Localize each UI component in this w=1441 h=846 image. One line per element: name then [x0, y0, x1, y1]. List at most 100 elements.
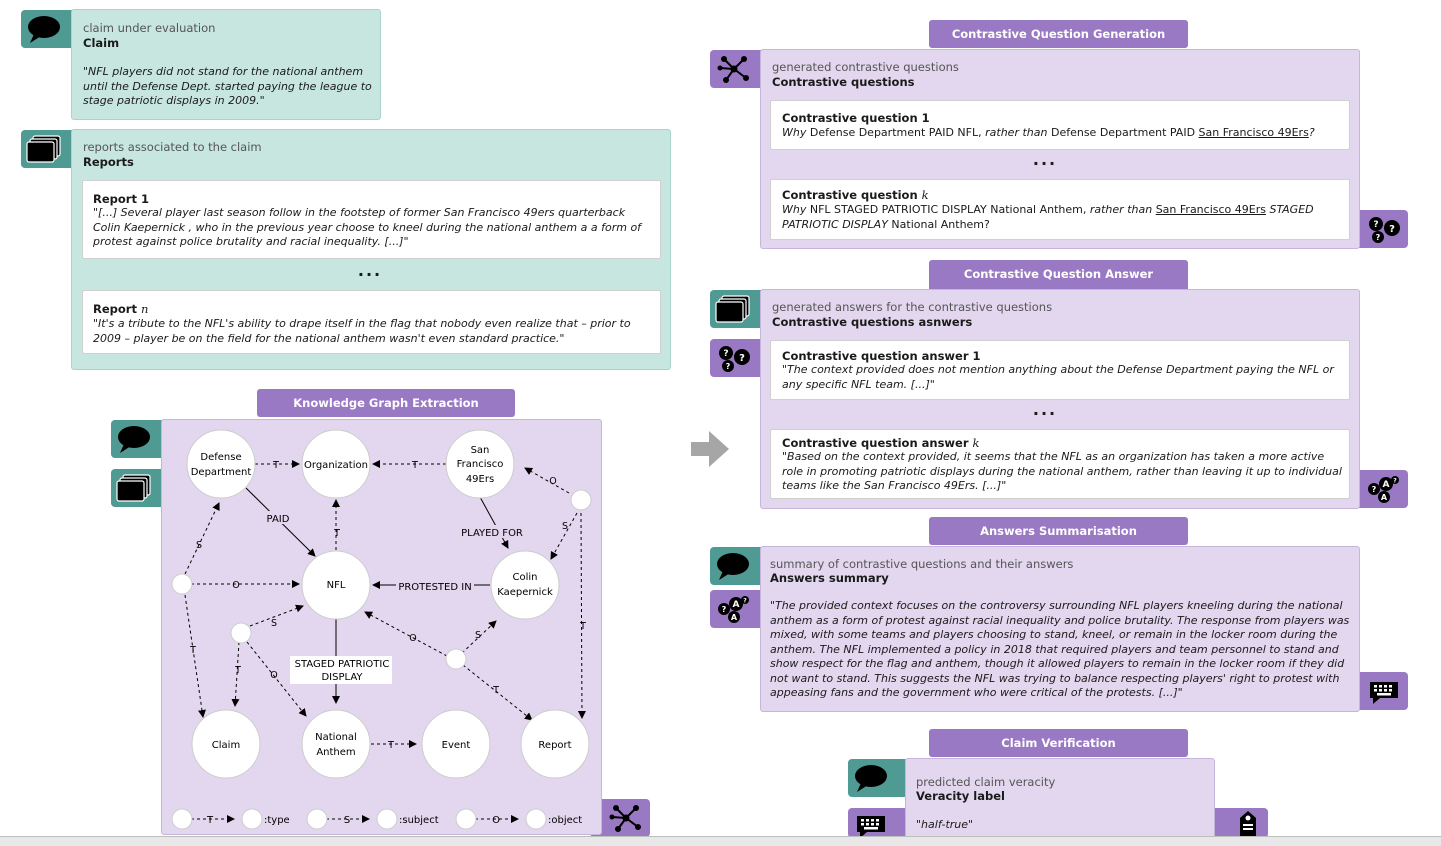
node-label: Kaepernick: [497, 587, 553, 598]
legend-object: :object: [548, 815, 582, 826]
report-card-n: Report n "It's a tribute to the NFL's ab…: [82, 290, 661, 354]
keyboard-icon: [1364, 676, 1404, 706]
blank-node: [230, 622, 252, 644]
node-label: Claim: [212, 740, 240, 751]
node-label: Defense: [200, 452, 241, 463]
node-claim: [191, 709, 261, 779]
kg-header: Knowledge Graph Extraction: [257, 389, 515, 417]
question-1-text: Why Defense Department PAID NFL, rather …: [782, 126, 1315, 139]
edge-type-label: T: [387, 740, 394, 751]
edge-type-label: T: [411, 460, 418, 471]
edge-type-label: T: [492, 685, 499, 696]
node-label: Report: [538, 740, 571, 751]
reports-ellipsis: ...: [357, 261, 383, 280]
legend-node: [525, 808, 547, 830]
knowledge-graph: Defense Department Organization San Fran…: [171, 429, 592, 830]
edge-type-label: S: [475, 630, 481, 641]
verification-speech-icon-tab: [848, 759, 908, 797]
reports-subtitle: reports associated to the claim: [83, 140, 262, 154]
verification-title: Veracity label: [916, 789, 1005, 803]
summary-header: Answers Summarisation: [929, 517, 1188, 545]
verification-header: Claim Verification: [929, 729, 1188, 757]
verification-subtitle: predicted claim veracity: [916, 775, 1056, 789]
edge-type-label: S: [196, 540, 202, 551]
verification-keyboard-icon-tab: [848, 808, 908, 838]
legend-s: S: [344, 815, 350, 826]
summary-text: "The provided context focuses on the con…: [770, 599, 1350, 699]
node-event: [421, 709, 491, 779]
cqag-panel: generated answers for the contrastive qu…: [760, 289, 1360, 509]
verification-panel: predicted claim veracity Veracity label …: [905, 758, 1215, 840]
answer-k-label: Contrastive question answer k: [782, 436, 980, 450]
node-label: Event: [442, 740, 471, 751]
claim-subtitle: claim under evaluation: [83, 21, 216, 35]
reports-title: Reports: [83, 155, 134, 169]
blank-node: [445, 648, 467, 670]
question-card-1: Contrastive question 1 Why Defense Depar…: [770, 100, 1350, 150]
cqg-header: Contrastive Question Generation: [929, 20, 1188, 48]
documents-icon: [24, 134, 64, 164]
flow-arrow-icon: [691, 431, 729, 467]
verification-tag-icon-tab: [1208, 808, 1268, 838]
edge-type-label: O: [549, 476, 556, 487]
edge-type-label: T: [333, 528, 340, 539]
node-organization: [301, 429, 371, 499]
report-card-1: Report 1 "[...] Several player last seas…: [82, 180, 661, 259]
node-label: Department: [191, 467, 252, 478]
questions-icon: [714, 343, 754, 373]
edge-type-label: O: [232, 580, 239, 591]
speech-bubble-icon: [24, 14, 64, 44]
edge-type-label: O: [409, 633, 416, 644]
node-label: National: [315, 732, 357, 743]
legend-type: :type: [264, 815, 290, 826]
node-defense-department: [186, 429, 256, 499]
legend-subject: :subject: [399, 815, 439, 826]
question-k-text: Why NFL STAGED PATRIOTIC DISPLAY Nationa…: [782, 203, 1314, 231]
node-label: Francisco: [457, 459, 504, 470]
question-answer-icon: [1364, 474, 1404, 504]
node-report: [520, 709, 590, 779]
node-colin-kaepernick: [490, 550, 560, 620]
cqag-title: Contrastive questions asnwers: [772, 315, 973, 329]
edge-type-label: O: [270, 670, 277, 681]
cqag-ellipsis: ...: [1032, 400, 1058, 419]
edge-played-for: [479, 496, 509, 549]
node-national-anthem: [301, 709, 371, 779]
tag-icon: [1228, 808, 1268, 838]
summary-title: Answers summary: [770, 571, 889, 585]
edge-type-label: T: [234, 665, 241, 676]
node-label: 49Ers: [466, 474, 494, 485]
legend-node: [306, 808, 328, 830]
cqg-ellipsis: ...: [1032, 150, 1058, 169]
legend-node: [171, 808, 193, 830]
speech-bubble-icon: [713, 551, 753, 581]
legend-node: [376, 808, 398, 830]
edge-label-staged-2: DISPLAY: [321, 672, 363, 683]
edge-label-protested-in: PROTESTED IN: [398, 582, 471, 593]
node-label: NFL: [327, 580, 346, 591]
speech-bubble-icon: [851, 763, 891, 793]
claim-title: Claim: [83, 36, 120, 50]
legend-t: T: [206, 815, 214, 826]
report-1-text: "[...] Several player last season follow…: [93, 206, 642, 248]
reports-panel: reports associated to the claim Reports …: [71, 129, 671, 370]
documents-icon: [713, 294, 753, 324]
answer-k-text: "Based on the context provided, it seems…: [782, 450, 1342, 492]
documents-icon: [114, 473, 154, 503]
answer-1-label: Contrastive question answer 1: [782, 349, 981, 363]
edge-label-staged-1: STAGED PATRIOTIC: [295, 659, 390, 670]
node-nfl: [301, 550, 371, 620]
summary-subtitle: summary of contrastive questions and the…: [770, 557, 1074, 571]
node-label: Anthem: [316, 747, 355, 758]
legend-node: [241, 808, 263, 830]
edge-label-paid: PAID: [267, 514, 290, 525]
edge-type-label: T: [272, 460, 279, 471]
graph-icon: [714, 54, 754, 84]
edge-label-played-for: PLAYED FOR: [461, 528, 523, 539]
speech-bubble-icon: [114, 424, 154, 454]
node-label: Colin: [513, 572, 538, 583]
legend-o: O: [492, 815, 500, 826]
answer-1-text: "The context provided does not mention a…: [782, 363, 1334, 391]
report-n-text: "It's a tribute to the NFL's ability to …: [93, 317, 631, 345]
kg-panel: Defense Department Organization San Fran…: [161, 419, 602, 835]
